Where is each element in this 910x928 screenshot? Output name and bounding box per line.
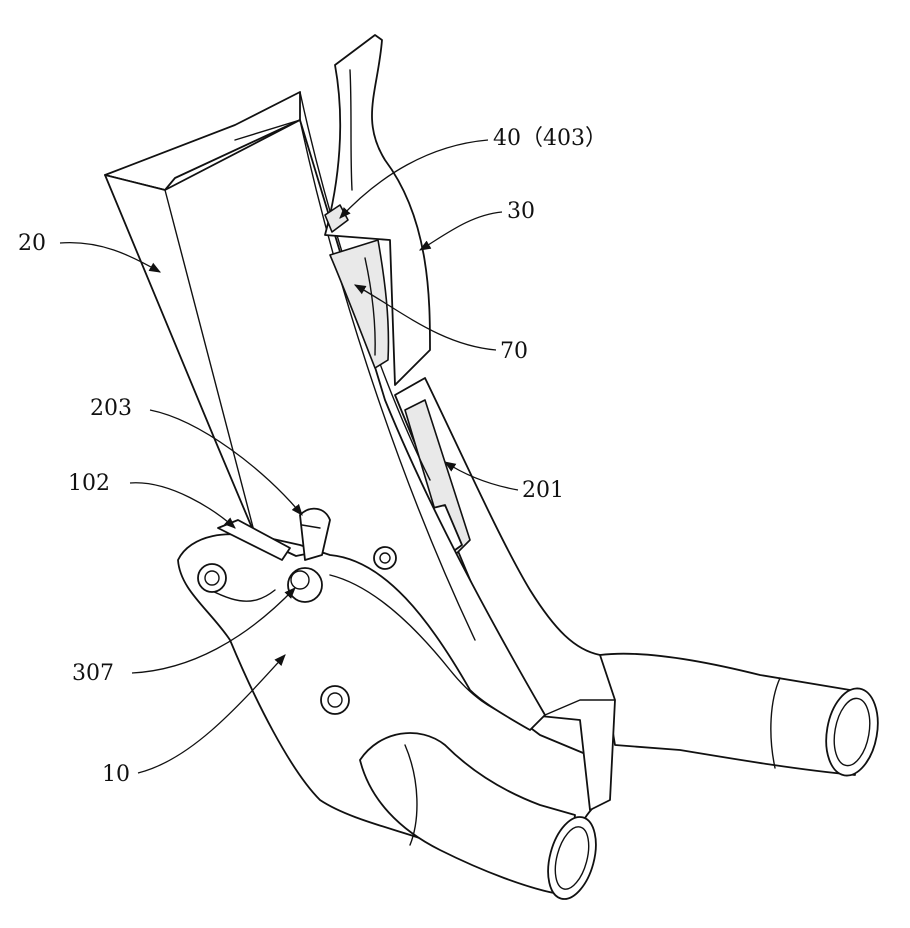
leader-30 <box>420 212 502 250</box>
label-30: 30 <box>507 199 535 224</box>
label-201: 201 <box>522 478 564 503</box>
tube-right <box>600 654 884 780</box>
bolt-left <box>198 564 226 592</box>
label-70: 70 <box>500 339 528 364</box>
label-40-403: 40（403） <box>493 126 607 151</box>
label-10: 10 <box>102 762 130 787</box>
label-20: 20 <box>18 231 46 256</box>
label-102: 102 <box>68 471 110 496</box>
leader-102 <box>130 483 235 528</box>
bolt-middle <box>321 686 349 714</box>
label-203: 203 <box>90 396 132 421</box>
bolt-right <box>374 547 396 569</box>
label-307: 307 <box>72 661 114 686</box>
pin-307 <box>288 568 322 602</box>
